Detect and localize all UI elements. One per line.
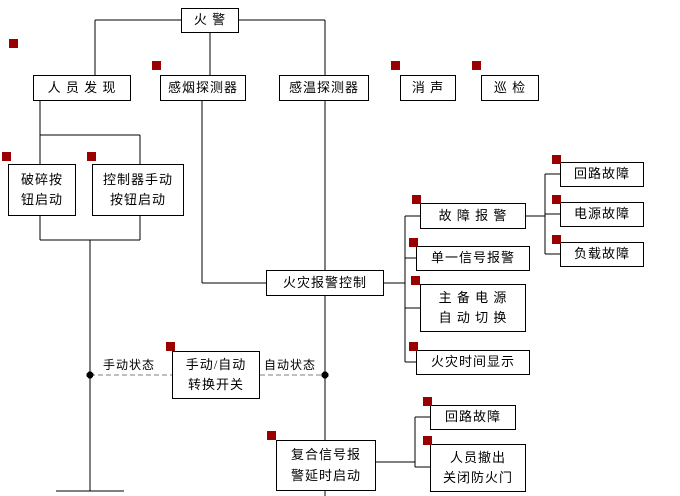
red-marker xyxy=(152,61,161,70)
node-composite-signal-delay-line2: 警延时启动 xyxy=(290,467,361,483)
red-marker xyxy=(412,195,421,204)
node-loop-fault-lower: 回路故障 xyxy=(430,405,516,430)
red-marker xyxy=(87,152,96,161)
connector-main-spine xyxy=(239,19,326,496)
red-marker xyxy=(409,342,418,351)
node-break-button-start-line1: 破碎按 xyxy=(20,171,63,187)
connector-firealarm-to-personnel xyxy=(94,19,181,75)
connector-control-right-spine xyxy=(384,215,420,363)
node-load-fault: 负载故障 xyxy=(560,242,644,267)
red-marker xyxy=(552,195,561,204)
connector-fault-right-spine xyxy=(526,173,560,255)
node-manual-auto-switch: 手动/自动 转换开关 xyxy=(172,351,260,399)
junction-dot-auto xyxy=(321,371,329,379)
node-smoke-detector: 感烟探测器 xyxy=(160,75,246,101)
node-fire-alarm: 火 警 xyxy=(181,8,239,33)
red-marker xyxy=(9,39,18,48)
node-composite-signal-delay: 复合信号报 警延时启动 xyxy=(276,440,376,491)
red-marker xyxy=(391,61,400,70)
node-single-signal-alarm: 单一信号报警 xyxy=(416,246,530,271)
red-marker xyxy=(552,155,561,164)
node-patrol-check: 巡 检 xyxy=(481,75,539,101)
junction-dot-manual xyxy=(86,371,94,379)
node-fault-alarm: 故 障 报 警 xyxy=(420,203,526,229)
connector-composite-right-spine xyxy=(376,416,430,468)
node-manual-auto-switch-line1: 手动/自动 xyxy=(185,356,247,372)
node-mute: 消 声 xyxy=(400,75,456,101)
node-loop-fault-upper: 回路故障 xyxy=(560,162,644,187)
node-controller-manual-start-line2: 按钮启动 xyxy=(109,192,166,207)
node-evacuate-close-door-line1: 人员撤出 xyxy=(449,449,506,465)
node-manual-auto-switch-line2: 转换开关 xyxy=(187,377,244,392)
node-main-backup-power-switch: 主 备 电 源 自 动 切 换 xyxy=(420,284,526,332)
red-marker xyxy=(423,397,432,406)
node-break-button-start-line2: 钮启动 xyxy=(20,192,63,207)
node-heat-detector: 感温探测器 xyxy=(279,75,369,101)
node-personnel-discovery: 人 员 发 现 xyxy=(33,75,131,101)
red-marker xyxy=(409,238,418,247)
red-marker xyxy=(411,276,420,285)
red-marker xyxy=(423,436,432,445)
label-auto-state: 自动状态 xyxy=(264,358,317,372)
node-controller-manual-start-line1: 控制器手动 xyxy=(102,171,173,187)
red-marker xyxy=(267,431,276,440)
node-power-fault: 电源故障 xyxy=(560,202,644,227)
red-marker xyxy=(472,61,481,70)
node-composite-signal-delay-line1: 复合信号报 xyxy=(290,447,361,463)
red-marker xyxy=(2,152,11,161)
connector-smoke-to-control xyxy=(201,101,266,284)
node-break-button-start: 破碎按 钮启动 xyxy=(8,164,76,216)
node-main-backup-power-switch-line2: 自 动 切 换 xyxy=(438,310,508,325)
red-marker xyxy=(552,235,561,244)
label-manual-state: 手动状态 xyxy=(103,358,156,372)
node-evacuate-close-door-line2: 关闭防火门 xyxy=(442,470,513,485)
node-controller-manual-start: 控制器手动 按钮启动 xyxy=(92,164,184,216)
node-main-backup-power-switch-line1: 主 备 电 源 xyxy=(438,289,508,305)
red-marker xyxy=(166,342,175,351)
node-fire-alarm-control: 火灾报警控制 xyxy=(266,270,384,296)
connector-personnel-to-buttons xyxy=(39,101,141,164)
connector-buttons-merge-down xyxy=(39,216,141,492)
node-evacuate-close-door: 人员撤出 关闭防火门 xyxy=(430,444,526,492)
node-fire-time-display: 火灾时间显示 xyxy=(416,350,530,375)
